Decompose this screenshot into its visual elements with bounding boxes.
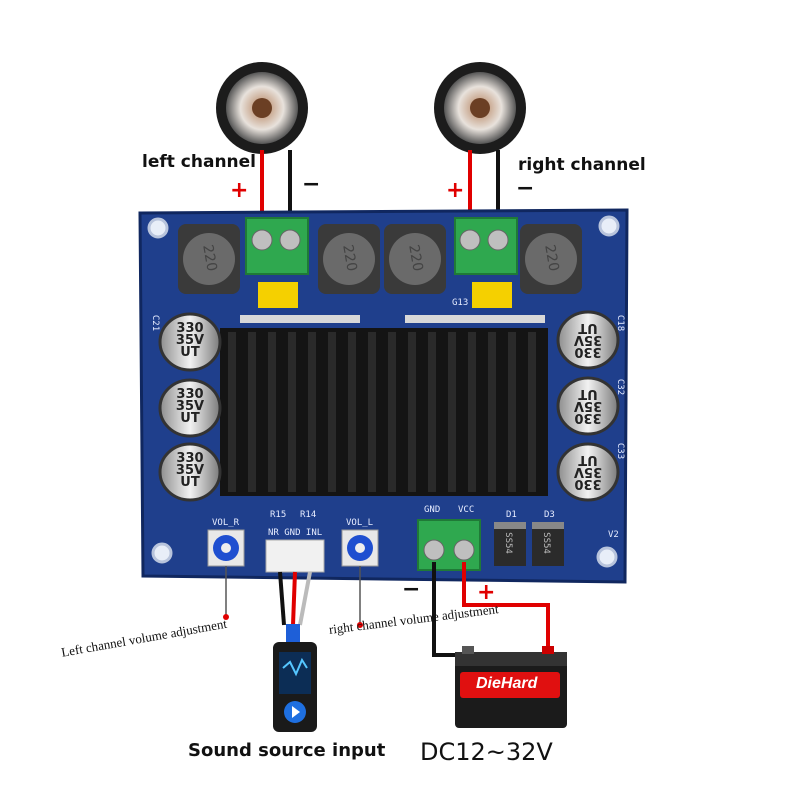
speaker-terminals <box>245 217 518 275</box>
power-terminal <box>417 519 481 571</box>
vol-r-silkscreen: VOL_R <box>212 518 240 528</box>
right-channel-label: right channel <box>518 155 646 175</box>
heatsink-fin <box>528 332 536 492</box>
g13-silkscreen: G13 <box>452 298 469 308</box>
d1-silkscreen: D1 <box>506 510 517 520</box>
heatsink-fin <box>308 332 316 492</box>
left-channel-label: left channel <box>142 152 257 172</box>
r15-silkscreen: R15 <box>270 510 287 520</box>
input-cable <box>278 571 312 642</box>
c32-silkscreen: C32 <box>615 378 626 396</box>
heatsink-fin <box>488 332 496 492</box>
smd-components <box>240 315 545 323</box>
heatsink-fin <box>368 332 376 492</box>
battery <box>455 646 567 728</box>
heatsink-fin <box>508 332 516 492</box>
left-minus-sign: − <box>302 172 321 197</box>
diode-marking: SS54 <box>502 532 513 554</box>
heatsink-fin <box>348 332 356 492</box>
potentiometers <box>207 529 379 567</box>
right-minus-sign: − <box>516 176 535 201</box>
vol-l-silkscreen: VOL_L <box>346 518 374 528</box>
vcc-silkscreen: VCC <box>458 505 475 515</box>
right-plus-sign: + <box>446 178 465 203</box>
music-player <box>273 642 317 732</box>
heatsink-fin <box>328 332 336 492</box>
heatsink-fin <box>228 332 236 492</box>
heatsink-fin <box>408 332 416 492</box>
left-plus-sign: + <box>230 178 249 203</box>
power-plus-sign: + <box>477 580 496 605</box>
heatsink-fin <box>448 332 456 492</box>
c33-silkscreen: C33 <box>615 442 626 460</box>
heatsink-fin <box>428 332 436 492</box>
heatsink <box>220 328 548 496</box>
heatsink-fin <box>388 332 396 492</box>
film-capacitors <box>258 282 512 308</box>
power-voltage-label: DC12~32V <box>420 738 553 766</box>
left-speaker <box>216 62 308 154</box>
gnd-silkscreen: GND <box>424 505 441 515</box>
power-wires <box>432 562 550 660</box>
inductors <box>178 224 582 294</box>
sound-source-label: Sound source input <box>188 740 386 761</box>
battery-brand: DieHard <box>476 675 538 692</box>
volume-pointers <box>225 566 361 625</box>
input-connector <box>265 539 325 573</box>
heatsink-fin <box>288 332 296 492</box>
diode-marking: SS54 <box>540 532 551 554</box>
r14-silkscreen: R14 <box>300 510 317 520</box>
c21-silkscreen: C21 <box>150 314 161 332</box>
d3-silkscreen: D3 <box>544 510 555 520</box>
heatsink-fin <box>468 332 476 492</box>
right-speaker <box>434 62 526 154</box>
input-pins-silkscreen: NR GND INL <box>268 528 323 538</box>
v2-silkscreen: V2 <box>608 530 619 540</box>
diodes <box>494 522 564 566</box>
heatsink-fin <box>268 332 276 492</box>
heatsink-fin <box>248 332 256 492</box>
c18-silkscreen: C18 <box>615 314 626 332</box>
power-minus-sign: − <box>402 577 421 602</box>
electrolytic-capacitors <box>158 310 620 502</box>
